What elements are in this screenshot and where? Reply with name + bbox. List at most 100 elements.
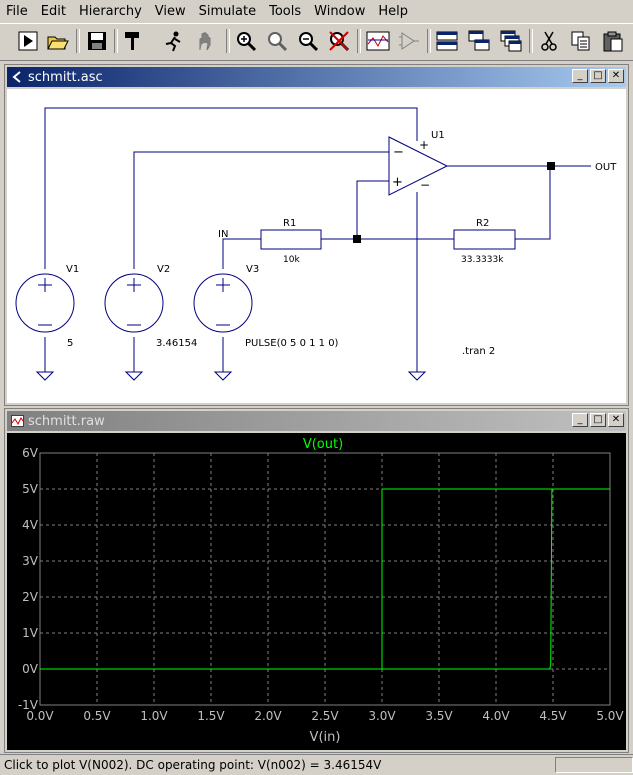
resistor-r2[interactable]: R2 33.3333k: [453, 218, 516, 265]
close-button[interactable]: ✕: [608, 413, 624, 427]
out-net-label: OUT: [595, 162, 617, 173]
menu-view[interactable]: View: [154, 3, 186, 19]
junction-node: [353, 235, 361, 243]
tile-horizontal-icon[interactable]: [434, 28, 460, 54]
copy-icon[interactable]: [568, 28, 594, 54]
r2-ref-label: R2: [476, 218, 489, 229]
v2-ref-label: V2: [157, 264, 170, 275]
status-grip: [555, 757, 633, 773]
toolbar: [0, 23, 633, 61]
opamp-supply-minus-label: −: [420, 178, 430, 192]
y-tick-label: 0V: [22, 662, 39, 676]
tile-vertical-icon[interactable]: [498, 28, 524, 54]
x-axis-label[interactable]: V(in): [310, 730, 341, 745]
x-tick-label: 2.0V: [254, 709, 282, 723]
x-tick-label: 5.0V: [596, 709, 624, 723]
zoom-out-icon[interactable]: [295, 28, 321, 54]
y-tick-label: 1V: [22, 626, 39, 640]
menu-tools[interactable]: Tools: [269, 3, 302, 19]
voltage-source-v3[interactable]: V3 PULSE(0 5 0 1 1 0): [193, 264, 339, 349]
status-bar: Click to plot V(N002). DC operating poin…: [0, 754, 633, 775]
running-man-icon[interactable]: [160, 28, 186, 54]
r2-value-label: 33.3333k: [461, 255, 504, 265]
opamp-plus-label: +: [392, 175, 403, 190]
toolbar-separator: [76, 29, 80, 53]
y-tick-label: 5V: [22, 482, 39, 496]
waveform-title: schmitt.raw: [28, 413, 105, 429]
schematic-icon: [10, 70, 24, 84]
save-icon[interactable]: [84, 28, 110, 54]
maximize-button[interactable]: □: [590, 69, 606, 83]
toolbar-separator: [114, 29, 118, 53]
v1-ref-label: V1: [66, 264, 79, 275]
menu-edit[interactable]: Edit: [40, 3, 66, 19]
x-tick-label: 2.5V: [311, 709, 339, 723]
waveform-window: schmitt.raw _ □ ✕ V(out) V(in) 0.0V 0.5V 1…: [4, 408, 629, 753]
status-text: Click to plot V(N002). DC operating poin…: [4, 758, 382, 772]
chart-title[interactable]: V(out): [303, 437, 343, 452]
x-tick-label: 0.5V: [83, 709, 111, 723]
x-tick-label: 4.5V: [539, 709, 567, 723]
schematic-titlebar[interactable]: schmitt.asc _ □ ✕: [7, 67, 626, 87]
zoom-pan-icon[interactable]: [264, 28, 290, 54]
x-tick-label: 0.0V: [26, 709, 54, 723]
component-icon[interactable]: [396, 28, 422, 54]
hammer-icon[interactable]: [121, 28, 147, 54]
wires: [44, 107, 591, 372]
voltage-source-v2[interactable]: V2 3.46154: [104, 264, 197, 349]
menu-simulate[interactable]: Simulate: [198, 3, 257, 19]
minimize-button[interactable]: _: [572, 413, 588, 427]
y-tick-label: -1V: [18, 698, 39, 712]
opamp-u1[interactable]: − + + − U1: [388, 130, 449, 196]
v1-value-label: 5: [67, 338, 73, 349]
cascade-icon[interactable]: [466, 28, 492, 54]
toolbar-separator: [357, 29, 361, 53]
cut-icon[interactable]: [536, 28, 562, 54]
opamp-minus-label: −: [393, 145, 404, 160]
y-tick-label: 4V: [22, 518, 39, 532]
ground-symbols: [35, 371, 427, 381]
series-line-1: [40, 488, 610, 670]
v3-value-label: PULSE(0 5 0 1 1 0): [245, 338, 339, 349]
opamp-ref-label: U1: [431, 130, 445, 141]
toolbar-separator: [529, 29, 533, 53]
minimize-button[interactable]: _: [572, 69, 588, 83]
y-tick-label: 6V: [22, 446, 39, 460]
menu-help[interactable]: Help: [378, 3, 409, 19]
run-icon[interactable]: [15, 28, 41, 54]
opamp-supply-plus-label: +: [419, 138, 429, 152]
schematic-title: schmitt.asc: [28, 69, 103, 85]
menu-file[interactable]: File: [6, 3, 28, 19]
menu-window[interactable]: Window: [314, 3, 366, 19]
tran-directive[interactable]: .tran 2: [462, 346, 495, 357]
schematic-window: schmitt.asc _ □ ✕: [4, 64, 629, 406]
waveform-titlebar[interactable]: schmitt.raw _ □ ✕: [7, 411, 626, 431]
x-tick-label: 3.5V: [425, 709, 453, 723]
open-icon[interactable]: [45, 28, 71, 54]
maximize-button[interactable]: □: [590, 413, 606, 427]
resistor-r1[interactable]: R1 10k: [260, 218, 322, 265]
menu-hierarchy[interactable]: Hierarchy: [78, 3, 142, 19]
r1-ref-label: R1: [283, 218, 296, 229]
v3-ref-label: V3: [246, 264, 259, 275]
x-tick-label: 3.0V: [368, 709, 396, 723]
in-net-label: IN: [218, 229, 228, 240]
y-tick-label: 2V: [22, 590, 39, 604]
paste-icon[interactable]: [600, 28, 626, 54]
waveform-window-icon: [10, 414, 24, 428]
x-tick-label: 1.5V: [197, 709, 225, 723]
v2-value-label: 3.46154: [156, 338, 197, 349]
voltage-source-v1[interactable]: V1 5: [15, 264, 79, 349]
zoom-in-icon[interactable]: [233, 28, 259, 54]
x-tick-label: 1.0V: [140, 709, 168, 723]
waveform-plot[interactable]: V(out) V(in) 0.0V 0.5V 1.0V 1.5V 2.0V 2.5V 3.0…: [7, 433, 626, 750]
schematic-canvas[interactable]: − + + − U1 OUT IN R1 10k R2 33.3333k V1 …: [7, 89, 626, 403]
junction-node: [547, 162, 555, 170]
toolbar-separator: [226, 29, 230, 53]
hand-icon[interactable]: [193, 28, 219, 54]
y-tick-label: 3V: [22, 554, 39, 568]
waveform-icon[interactable]: [365, 28, 391, 54]
toolbar-separator: [427, 29, 431, 53]
close-button[interactable]: ✕: [608, 69, 624, 83]
zoom-cancel-icon[interactable]: [326, 28, 352, 54]
